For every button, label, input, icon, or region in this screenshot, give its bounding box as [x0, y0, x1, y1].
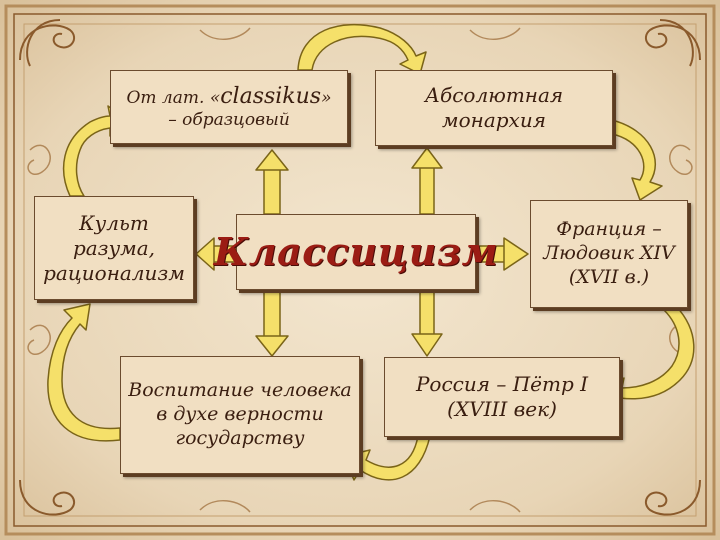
france-line2: Людовик XIV	[543, 242, 675, 265]
latin-origin-box: От лат. «classikus» – образцовый	[110, 70, 348, 144]
absolute-line1: Абсолютная	[424, 83, 564, 107]
latin-origin-line2: – образцовый	[168, 110, 290, 131]
absolute-monarchy-box: Абсолютная монархия	[375, 70, 613, 146]
latin-origin-line1: От лат. «classikus»	[126, 83, 331, 111]
cult-line2: разума,	[72, 235, 156, 260]
education-line3: государству	[175, 426, 305, 449]
cult-line3: рационализм	[43, 260, 185, 285]
france-box: Франция – Людовик XIV (XVII в.)	[530, 200, 688, 308]
classicism-title: Классицизм	[213, 229, 499, 275]
education-line2: в духе верности	[156, 403, 324, 426]
russia-line1: Россия – Пётр I	[415, 372, 589, 396]
classicism-center-box: Классицизм	[214, 214, 498, 290]
education-box: Воспитание человека в духе верности госу…	[120, 356, 360, 474]
france-line3: (XVII в.)	[568, 265, 650, 288]
latin-word: classikus	[220, 83, 322, 109]
cult-line1: Культ	[79, 210, 149, 235]
absolute-line2: монархия	[442, 108, 546, 132]
latin-suffix: »	[321, 87, 332, 108]
russia-line2: (XVIII век)	[447, 397, 557, 421]
cult-of-reason-box: Культ разума, рационализм	[34, 196, 194, 300]
latin-prefix: От лат. «	[126, 87, 221, 108]
france-line1: Франция –	[556, 218, 662, 241]
education-line1: Воспитание человека	[128, 379, 352, 402]
corner-ornament-icon	[19, 19, 701, 516]
russia-box: Россия – Пётр I (XVIII век)	[384, 357, 620, 437]
